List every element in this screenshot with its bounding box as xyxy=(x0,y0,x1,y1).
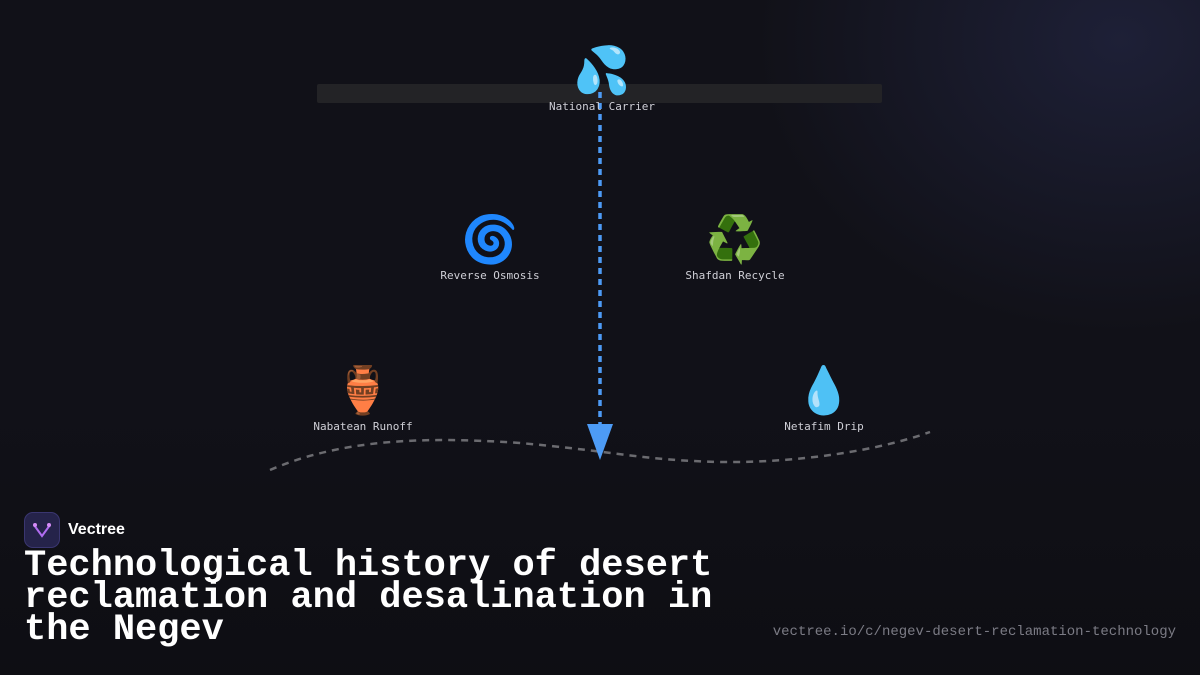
node-label: Reverse Osmosis xyxy=(440,269,540,282)
amphora-icon: 🏺 xyxy=(334,363,392,417)
node-label: Nabatean Runoff xyxy=(313,420,413,433)
brand: Vectree xyxy=(24,512,125,548)
source-url[interactable]: vectree.io/c/negev-desert-reclamation-te… xyxy=(772,624,1176,640)
brand-name: Vectree xyxy=(68,521,125,538)
node-netafim-drip[interactable]: 💧 Netafim Drip xyxy=(764,364,884,433)
recycle-icon: ♻️ xyxy=(706,212,764,266)
node-label: Shafdan Recycle xyxy=(685,269,785,282)
node-label: National Carrier xyxy=(549,100,655,113)
cyclone-icon: 🌀 xyxy=(461,212,519,266)
water-tap-icon: 💦 xyxy=(573,43,631,97)
node-shafdan-recycle[interactable]: ♻️ Shafdan Recycle xyxy=(675,213,795,282)
flow-arrow-head xyxy=(587,424,613,460)
node-label: Netafim Drip xyxy=(784,420,864,433)
vectree-logo-icon xyxy=(24,512,60,548)
droplet-icon: 💧 xyxy=(795,363,853,417)
page-title: Technological history of desert reclamat… xyxy=(24,545,713,651)
node-national-carrier[interactable]: 💦 National Carrier xyxy=(542,44,662,113)
timeline-curve xyxy=(269,430,931,472)
node-nabatean-runoff[interactable]: 🏺 Nabatean Runoff xyxy=(303,364,423,433)
node-reverse-osmosis[interactable]: 🌀 Reverse Osmosis xyxy=(430,213,550,282)
